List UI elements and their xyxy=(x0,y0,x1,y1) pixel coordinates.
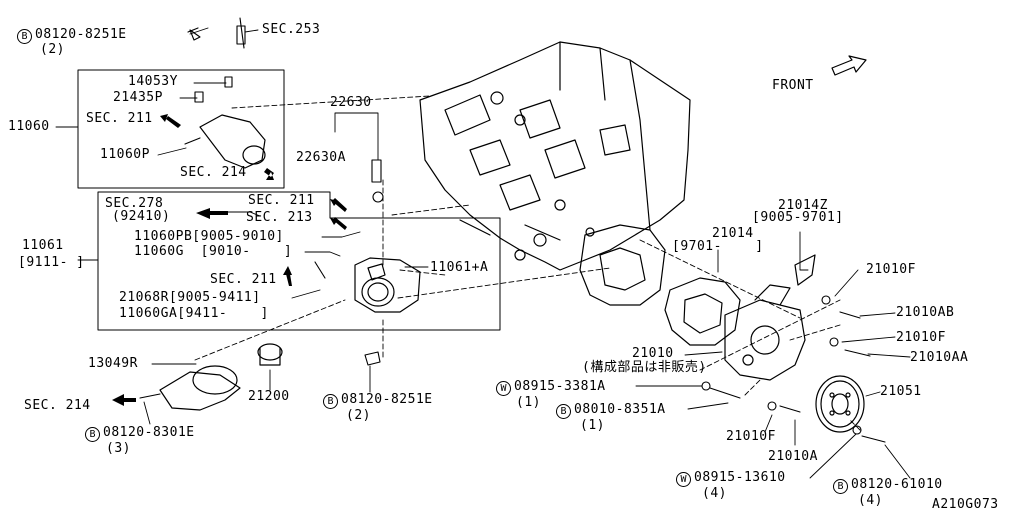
pulley-drawing xyxy=(815,375,865,433)
label-14053Y: 14053Y xyxy=(128,74,178,89)
label-11061A: 11061+A xyxy=(430,260,489,275)
label-note-not-sold: (構成部品は非販売) xyxy=(582,360,707,375)
label-qty: (2) xyxy=(346,408,371,423)
washer-badge-icon: W xyxy=(676,472,691,487)
label-21200: 21200 xyxy=(248,389,290,404)
label-qty: (3) xyxy=(106,441,131,456)
label-21014Z-date: [9005-9701] xyxy=(752,210,844,225)
label-22630A: 22630A xyxy=(296,150,346,165)
label-21010F-b: 21010F xyxy=(896,330,946,345)
label-21010F-a: 21010F xyxy=(866,262,916,277)
label-qty: (2) xyxy=(40,42,65,57)
label-11061-date: [9111- ] xyxy=(18,255,85,270)
bolt-badge-icon: B xyxy=(833,479,848,494)
small-parts-drawing xyxy=(139,17,886,443)
label-21068R: 21068R[9005-9411] xyxy=(119,290,261,305)
water-outlet-drawing xyxy=(159,114,421,411)
bolt-badge-icon: B xyxy=(556,404,571,419)
front-arrow-icon xyxy=(831,55,867,76)
label-sec213: SEC. 213 xyxy=(246,210,313,225)
label-21010A: 21010A xyxy=(768,449,818,464)
bolt-badge-icon: B xyxy=(85,427,100,442)
diagram-id: A210G073 xyxy=(932,497,999,512)
label-11061: 11061 xyxy=(22,238,64,253)
label-qty: (4) xyxy=(702,486,727,501)
label-21051: 21051 xyxy=(880,384,922,399)
cylinder-head-drawing xyxy=(419,41,691,271)
label-qty: (4) xyxy=(858,493,883,508)
water-pump-drawing xyxy=(579,224,816,381)
label-qty: (1) xyxy=(516,395,541,410)
label-front: FRONT xyxy=(772,78,814,93)
label-13049R: 13049R xyxy=(88,356,138,371)
label-sec211-b: SEC. 211 xyxy=(248,193,315,208)
direction-arrows xyxy=(112,114,347,406)
label-11060G: 11060G [9010- ] xyxy=(134,244,293,259)
label-11060PB: 11060PB[9005-9010] xyxy=(134,229,284,244)
label-sec214-b: SEC. 214 xyxy=(24,398,91,413)
group-boxes xyxy=(77,69,501,331)
label-21010F-c: 21010F xyxy=(726,429,776,444)
label-qty: (1) xyxy=(580,418,605,433)
label-sec214-a: SEC. 214 xyxy=(180,165,247,180)
label-sec211-a: SEC. 211 xyxy=(86,111,153,126)
label-sec253: SEC.253 xyxy=(262,22,321,37)
reference-dashes xyxy=(194,95,861,431)
label-22630: 22630 xyxy=(330,95,372,110)
label-21010AA: 21010AA xyxy=(910,350,969,365)
bolt-badge-icon: B xyxy=(323,394,338,409)
label-21010AB: 21010AB xyxy=(896,305,955,320)
label-92410: (92410) xyxy=(112,209,171,224)
label-11060P: 11060P xyxy=(100,147,150,162)
label-21014-date: [9701- ] xyxy=(672,239,764,254)
label-21435P: 21435P xyxy=(113,90,163,105)
bolt-badge-icon: B xyxy=(17,29,32,44)
label-21014: 21014 xyxy=(712,226,754,241)
leader-lines xyxy=(55,27,911,479)
label-21010: 21010 xyxy=(632,346,674,361)
label-21014Z: 21014Z xyxy=(778,198,828,213)
label-11060: 11060 xyxy=(8,119,50,134)
label-sec278: SEC.278 xyxy=(105,196,164,211)
label-sec211-c: SEC. 211 xyxy=(210,272,277,287)
washer-badge-icon: W xyxy=(496,381,511,396)
label-11060GA: 11060GA[9411- ] xyxy=(119,306,269,321)
